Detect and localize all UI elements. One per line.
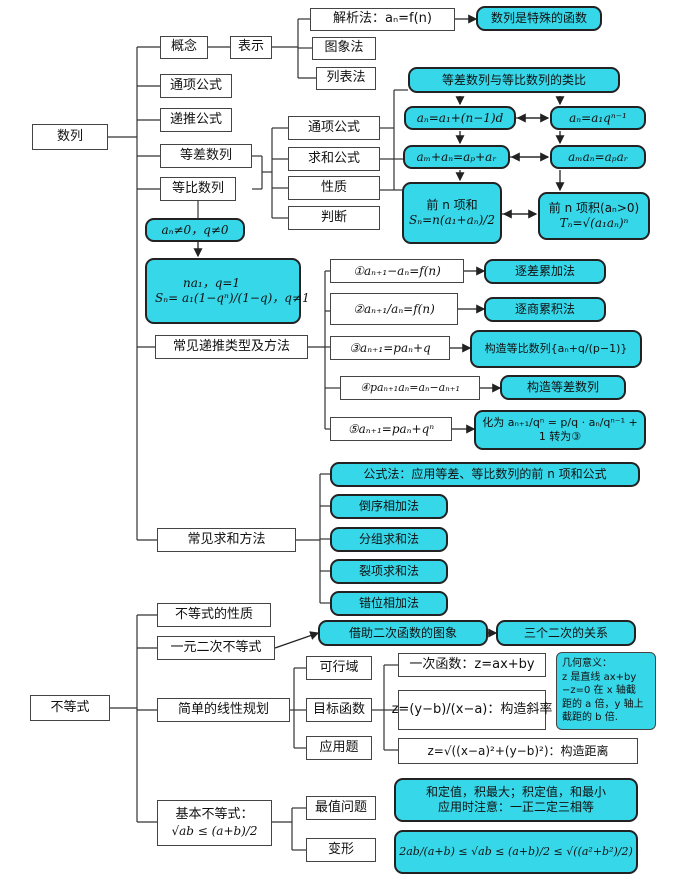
sum-method-reverse: 倒序相加法 — [330, 494, 448, 519]
lp-linear-function: 一次函数：z=ax+by — [398, 653, 546, 677]
analogy-title: 等差数列与等比数列的类比 — [408, 67, 620, 93]
geo-meaning-line-2: z 是直线 ax+by — [562, 671, 637, 683]
node-analytic-method: 解析法：aₙ=f(n) — [310, 8, 455, 31]
node-graph-method: 图象法 — [312, 37, 376, 60]
lp-slope: z=(y−b)/(x−a)：构造斜率 — [392, 690, 552, 730]
root-sequence: 数列 — [32, 124, 108, 150]
basic-ineq-title: 基本不等式： — [175, 807, 254, 823]
node-geometric: 等比数列 — [160, 177, 236, 201]
geo-meaning-line-5: 截距的 b 倍. — [562, 712, 618, 723]
geo-product-expr: Tₙ=√(a₁aₙ)ⁿ — [559, 216, 629, 230]
node-variant: 变形 — [306, 838, 376, 862]
node-table-method: 列表法 — [316, 67, 376, 90]
node-represent: 表示 — [230, 36, 272, 59]
recur-type-1: ①aₙ₊₁−aₙ=f(n) — [330, 259, 464, 283]
recur-type-4: ④paₙ₊₁aₙ=aₙ−aₙ₊₁ — [340, 376, 480, 400]
recur-type-3: ③aₙ₊₁=paₙ+q — [330, 336, 450, 360]
node-general-term: 通项公式 — [160, 74, 232, 98]
arith-property-formula: aₘ+aₙ=aₚ+aᵣ — [403, 145, 510, 169]
recur-method-3: 构造等比数列{aₙ+q/(p−1)} — [470, 330, 642, 368]
node-extreme-value: 最值问题 — [306, 796, 376, 820]
root-inequality: 不等式 — [30, 695, 110, 721]
recur-method-4: 构造等差数列 — [500, 375, 626, 400]
geo-sum-case2: Sₙ= a₁(1−qⁿ)/(1−q)，q≠1 — [155, 291, 310, 305]
node-quadratic-ineq: 一元二次不等式 — [157, 636, 275, 660]
node-ineq-properties: 不等式的性质 — [157, 603, 271, 627]
sum-method-shift: 错位相加法 — [330, 591, 448, 616]
node-recurrence: 递推公式 — [160, 108, 232, 132]
geo-general-formula: aₙ=a₁qⁿ⁻¹ — [550, 106, 646, 130]
geo-product-formula: 前 n 项积(aₙ>0) Tₙ=√(a₁aₙ)ⁿ — [538, 192, 650, 240]
lp-feasible-region: 可行域 — [306, 656, 372, 680]
geometric-meaning-note: 几何意义： z 是直线 ax+by −z=0 在 x 轴截 距的 a 倍，y 轴… — [556, 652, 656, 730]
node-concept: 概念 — [160, 36, 208, 59]
prop-properties: 性质 — [288, 176, 380, 200]
geo-sum-formula: na₁，q=1 Sₙ= a₁(1−qⁿ)/(1−q)，q≠1 — [145, 258, 310, 324]
geo-product-title: 前 n 项积(aₙ>0) — [548, 201, 640, 215]
recur-method-1: 逐差累加法 — [484, 259, 606, 284]
geo-meaning-line-3: −z=0 在 x 轴截 — [562, 685, 636, 696]
extreme-note-line-2: 应用时注意：一正二定三相等 — [437, 800, 594, 814]
node-recurrence-types: 常见递推类型及方法 — [155, 335, 308, 359]
arith-sum-title: 前 n 项和 — [426, 198, 478, 212]
prop-sum-formula: 求和公式 — [288, 147, 380, 171]
lp-application: 应用题 — [306, 736, 372, 760]
prop-judgement: 判断 — [288, 206, 380, 230]
node-basic-inequality: 基本不等式： √ab ≤ (a+b)/2 — [157, 800, 272, 846]
arith-sum-formula: 前 n 项和 Sₙ=n(a₁+aₙ)/2 — [402, 182, 502, 244]
node-linear-programming: 简单的线性规划 — [157, 698, 290, 722]
basic-ineq-expr: √ab ≤ (a+b)/2 — [171, 823, 258, 838]
recur-method-2: 逐商累积法 — [484, 297, 606, 322]
geo-sum-case1: na₁，q=1 — [183, 276, 241, 290]
arith-sum-expr: Sₙ=n(a₁+aₙ)/2 — [409, 213, 495, 227]
node-arithmetic: 等差数列 — [160, 144, 252, 168]
arith-general-formula: aₙ=a₁+(n−1)d — [404, 106, 516, 130]
recur-type-2: ②aₙ₊₁/aₙ=f(n) — [330, 293, 458, 325]
node-sum-methods: 常见求和方法 — [157, 528, 296, 552]
geo-meaning-line-4: 距的 a 倍，y 轴上 — [562, 698, 644, 710]
recur-type-5: ⑤aₙ₊₁=paₙ+qⁿ — [330, 417, 452, 441]
sum-method-group: 分组求和法 — [330, 527, 448, 552]
sum-method-formula: 公式法：应用等差、等比数列的前 n 项和公式 — [330, 462, 640, 487]
lp-objective-function: 目标函数 — [306, 698, 372, 722]
extreme-note-line-1: 和定值，积最大；积定值，和最小 — [425, 785, 606, 799]
geo-meaning-line-1: 几何意义： — [562, 658, 612, 669]
extreme-value-note: 和定值，积最大；积定值，和最小 应用时注意：一正二定三相等 — [394, 778, 638, 822]
geo-condition: aₙ≠0，q≠0 — [145, 218, 245, 242]
quad-relation-note: 三个二次的关系 — [496, 620, 636, 646]
geo-property-formula: aₘaₙ=aₚaᵣ — [550, 145, 646, 169]
sum-method-split: 裂项求和法 — [330, 559, 448, 584]
lp-distance: z=√((x−a)²+(y−b)²)：构造距离 — [398, 738, 638, 764]
recur-method-5: 化为 aₙ₊₁/qⁿ = p/q · aₙ/qⁿ⁻¹ + 1 转为③ — [474, 410, 646, 450]
variant-formula: 2ab/(a+b) ≤ √ab ≤ (a+b)/2 ≤ √((a²+b²)/2) — [394, 830, 638, 874]
quad-graph-note: 借助二次函数的图象 — [318, 620, 488, 646]
special-function-note: 数列是特殊的函数 — [476, 6, 602, 31]
prop-general-term: 通项公式 — [288, 116, 380, 140]
